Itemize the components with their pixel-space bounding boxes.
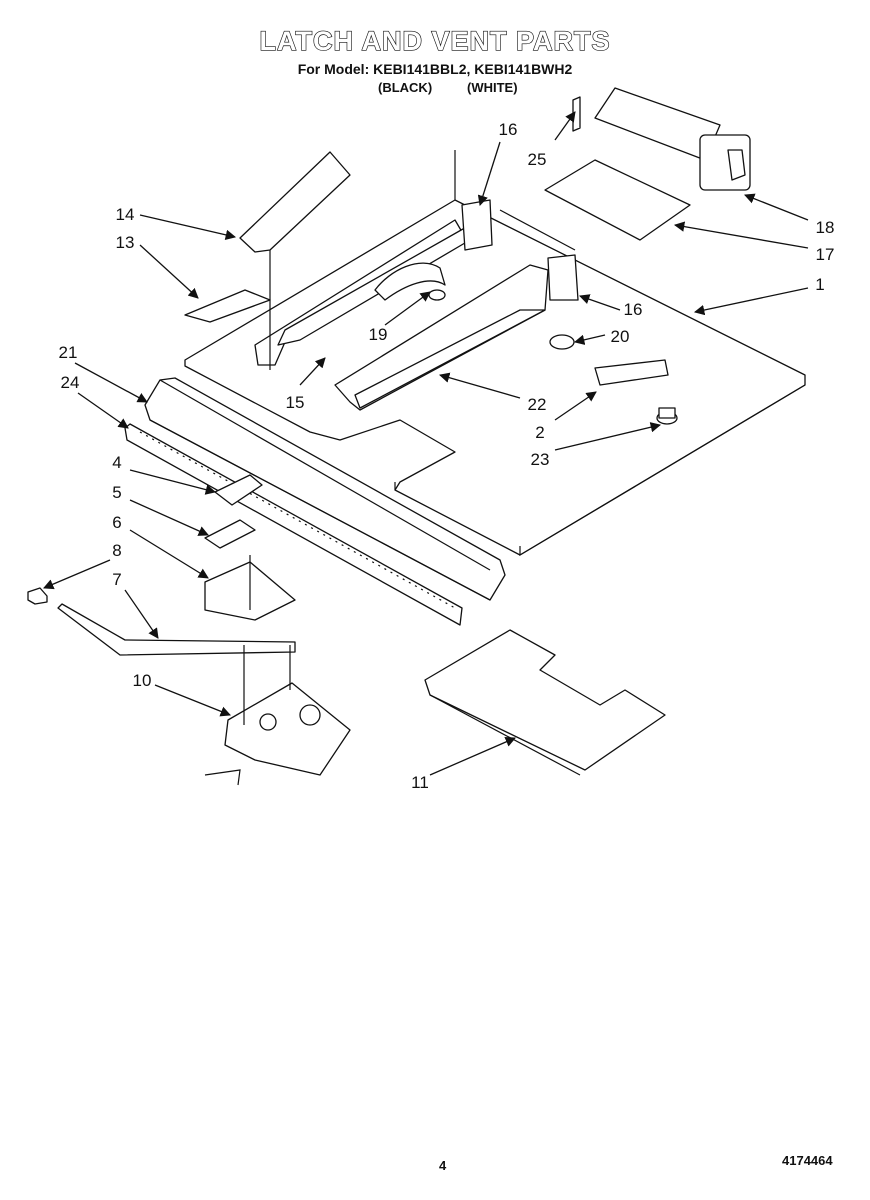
insulator-part-5 <box>204 519 256 549</box>
page-number: 4 <box>439 1158 447 1173</box>
callout-20: 20 <box>611 327 630 346</box>
callout-7: 7 <box>112 570 121 589</box>
blower-assembly-part-18 <box>594 87 751 191</box>
callout-25: 25 <box>528 150 547 169</box>
callout-22: 22 <box>528 395 547 414</box>
callout-16-upper: 16 <box>499 120 518 139</box>
hose-part <box>374 262 446 301</box>
callout-24: 24 <box>61 373 80 392</box>
main-panel-part <box>184 150 806 557</box>
callout-14: 14 <box>116 205 135 224</box>
callout-16-lower: 16 <box>624 300 643 319</box>
model-subtitle: For Model: KEBI141BBL2, KEBI141BWH2 <box>297 61 573 77</box>
cover-plate-part-11 <box>424 629 666 776</box>
latch-assembly-part-10 <box>204 645 351 786</box>
callout-21: 21 <box>59 343 78 362</box>
bracket-part-6 <box>204 555 296 621</box>
bracket-16-upper <box>461 199 493 251</box>
link-arm-part-7 <box>57 603 296 656</box>
part-14 <box>239 151 351 370</box>
bracket-16-lower <box>547 254 579 301</box>
color-black-label: (BLACK) <box>378 80 433 95</box>
callout-1: 1 <box>815 275 824 294</box>
callout-5: 5 <box>112 483 121 502</box>
document-number: 4174464 <box>782 1153 833 1168</box>
callout-6: 6 <box>112 513 121 532</box>
callout-10: 10 <box>133 671 152 690</box>
callout-19: 19 <box>369 325 388 344</box>
callout-labels: 16 25 18 17 1 14 13 16 20 19 15 21 24 22… <box>59 120 835 792</box>
callout-23: 23 <box>531 450 550 469</box>
ring-part-20 <box>549 334 575 350</box>
terminal-block-part-2 <box>594 359 669 386</box>
callout-8: 8 <box>112 541 121 560</box>
callout-2: 2 <box>535 423 544 442</box>
leader-lines <box>43 111 809 776</box>
callout-4: 4 <box>112 453 121 472</box>
front-strip-part <box>124 423 463 626</box>
callout-17: 17 <box>816 245 835 264</box>
switch-part-4 <box>214 474 263 506</box>
blower-plate-part-17 <box>544 159 691 241</box>
color-white-label: (WHITE) <box>467 80 518 95</box>
part-13 <box>184 289 271 323</box>
front-rail-part <box>144 377 506 601</box>
callout-13: 13 <box>116 233 135 252</box>
page-title: LATCH AND VENT PARTS <box>259 25 611 56</box>
vent-duct-22 <box>334 264 549 411</box>
bumper-part-8 <box>27 587 48 605</box>
callout-18: 18 <box>816 218 835 237</box>
callout-15: 15 <box>286 393 305 412</box>
callout-11: 11 <box>411 773 429 792</box>
knob-part-23 <box>656 407 678 425</box>
